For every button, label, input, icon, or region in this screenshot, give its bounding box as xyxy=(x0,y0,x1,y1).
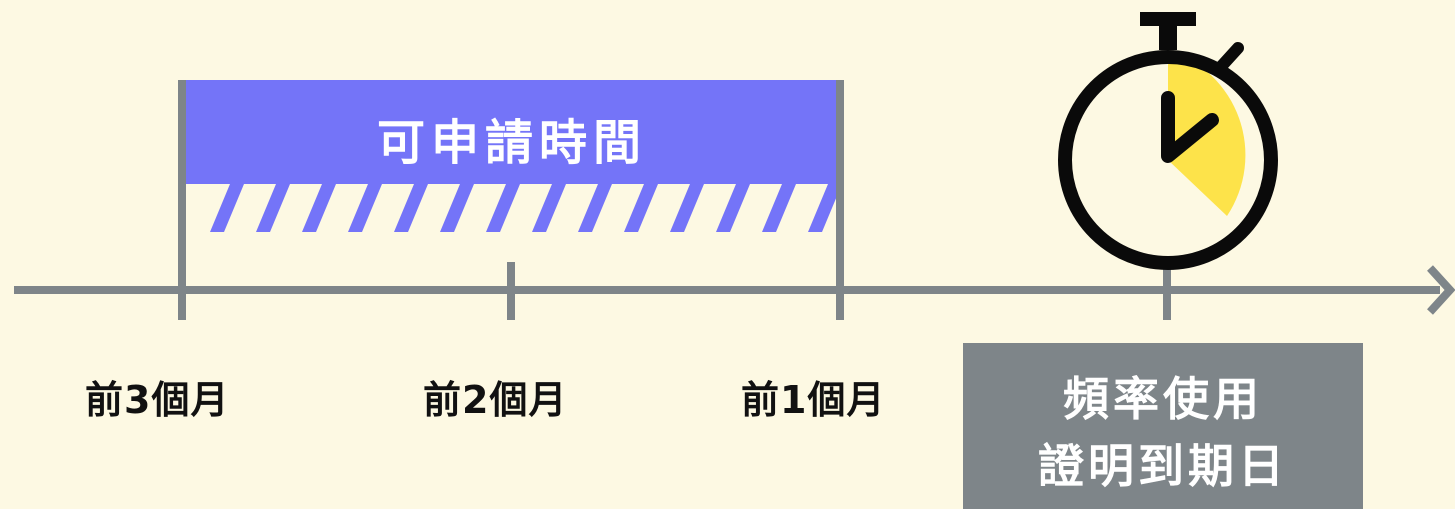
application-window-band xyxy=(186,80,838,184)
arrow-right-icon xyxy=(1427,265,1455,315)
stopwatch-icon xyxy=(1058,12,1278,270)
axis-label-2-months: 前2個月 xyxy=(423,378,568,422)
tick-deadline xyxy=(1163,262,1171,320)
expiry-date-box: 頻率使用 證明到期日 xyxy=(963,343,1363,509)
axis-label-1-month: 前1個月 xyxy=(741,378,886,422)
band-left-post xyxy=(178,80,186,320)
timeline-axis xyxy=(14,286,1440,294)
axis-label-3-months: 前3個月 xyxy=(85,378,230,422)
tick-2-months xyxy=(507,262,515,320)
application-window-title: 可申請時間 xyxy=(376,115,647,171)
expiry-label-line-2: 證明到期日 xyxy=(1038,439,1288,493)
band-right-post xyxy=(836,80,844,320)
application-window-stripes xyxy=(210,184,838,232)
expiry-label-line-1: 頻率使用 xyxy=(1063,372,1263,426)
